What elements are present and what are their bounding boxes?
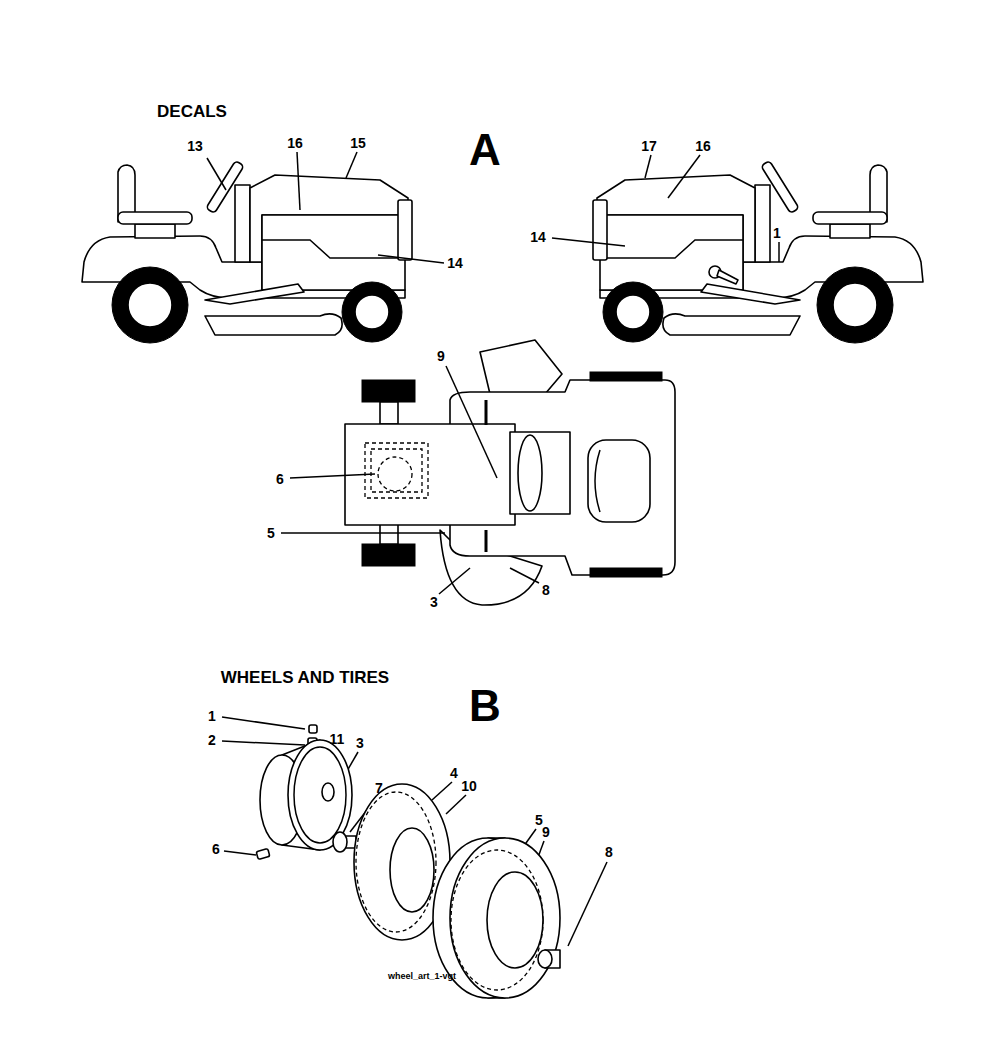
wheel-parts xyxy=(322,783,334,801)
wheel-parts xyxy=(309,725,317,733)
callout-number: 7 xyxy=(375,781,383,795)
leader-lines xyxy=(668,155,700,198)
leader-lines xyxy=(568,862,607,946)
leader-lines xyxy=(378,255,444,263)
leader-lines xyxy=(297,152,300,210)
wheel-parts xyxy=(487,872,543,968)
callout-number: 8 xyxy=(605,845,613,859)
leader-lines xyxy=(207,152,779,946)
callout-number: 6 xyxy=(212,842,220,856)
tractor-top-view xyxy=(480,340,562,394)
tractor-top-view xyxy=(371,449,422,492)
tractor-top-view xyxy=(365,443,428,498)
callout-number: 11 xyxy=(330,732,345,746)
leader-lines xyxy=(432,782,452,800)
callout-number: 9 xyxy=(542,825,550,839)
callout-number: 17 xyxy=(641,139,657,153)
leader-lines xyxy=(510,568,539,583)
leader-lines xyxy=(222,741,305,745)
wheel-parts xyxy=(256,849,270,860)
callout-number: 13 xyxy=(187,139,203,153)
wheel-parts xyxy=(294,747,346,843)
callout-number: 16 xyxy=(695,139,711,153)
lift-lever xyxy=(717,270,738,284)
leader-lines xyxy=(281,532,445,534)
callout-number: 14 xyxy=(530,230,546,244)
leader-lines xyxy=(778,242,780,262)
tractor-top-view xyxy=(378,457,412,491)
leader-lines xyxy=(224,851,256,855)
tractor-top-view xyxy=(590,568,662,577)
lift-lever xyxy=(709,266,738,284)
leader-lines xyxy=(552,238,625,246)
leader-lines xyxy=(290,474,375,478)
wheel-parts xyxy=(256,725,560,998)
leader-lines xyxy=(439,568,470,594)
callout-number: 10 xyxy=(461,779,477,793)
tractor-top-view xyxy=(485,400,488,552)
callout-number: 1 xyxy=(208,709,216,723)
callout-number: 16 xyxy=(287,136,303,150)
wheel-parts xyxy=(451,850,543,990)
tractor-top-view xyxy=(588,440,650,522)
tractor-left-view xyxy=(82,161,412,343)
callout-number: 6 xyxy=(276,472,284,486)
leader-lines xyxy=(346,152,357,178)
callout-number: 1 xyxy=(773,226,781,240)
leader-lines xyxy=(645,155,651,178)
callout-number: 3 xyxy=(356,736,364,750)
tractor-top-view xyxy=(590,372,662,381)
callout-number: 9 xyxy=(437,349,445,363)
tractor-top-view xyxy=(380,402,398,424)
wheel-parts xyxy=(333,832,347,852)
section-heading: WHEELS AND TIRES xyxy=(221,669,389,686)
leader-lines xyxy=(222,717,305,729)
wheel-parts xyxy=(356,792,436,932)
leader-lines xyxy=(446,795,466,814)
wheel-parts xyxy=(538,950,552,968)
callout-number: 2 xyxy=(208,733,216,747)
wheel-parts xyxy=(450,838,560,998)
tractor-top-view xyxy=(595,450,600,512)
callout-number: 3 xyxy=(430,595,438,609)
art-code: wheel_art_1-vgt xyxy=(388,972,456,981)
callout-number: 5 xyxy=(267,526,275,540)
section-letter: B xyxy=(469,684,501,728)
tractor-top-view xyxy=(362,544,415,566)
tractor-top-view xyxy=(518,435,542,511)
leader-lines xyxy=(446,366,497,478)
leader-lines xyxy=(207,158,226,190)
callout-number: 4 xyxy=(450,766,458,780)
tractor-top-view xyxy=(510,432,570,514)
section-heading: DECALS xyxy=(157,103,227,120)
callout-number: 14 xyxy=(447,256,463,270)
tractor-top-view xyxy=(362,380,415,402)
callout-number: 5 xyxy=(535,813,543,827)
section-letter: A xyxy=(469,128,501,172)
callout-number: 8 xyxy=(542,583,550,597)
tractor-top-view xyxy=(345,340,675,605)
callout-number: 15 xyxy=(350,136,366,150)
wheel-parts xyxy=(390,828,434,912)
tractor-right-view xyxy=(593,161,923,343)
